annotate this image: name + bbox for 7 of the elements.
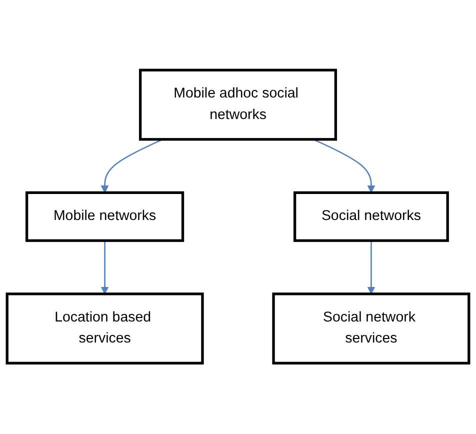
node-box: Location based services (6, 292, 204, 365)
node-box: Mobile adhoc social networks (138, 69, 338, 142)
node-box: Social networks (293, 192, 449, 242)
arrow (100, 240, 109, 295)
node-box: Social network services (272, 292, 470, 365)
node-box: Mobile networks (25, 192, 184, 242)
arrow (367, 240, 376, 295)
